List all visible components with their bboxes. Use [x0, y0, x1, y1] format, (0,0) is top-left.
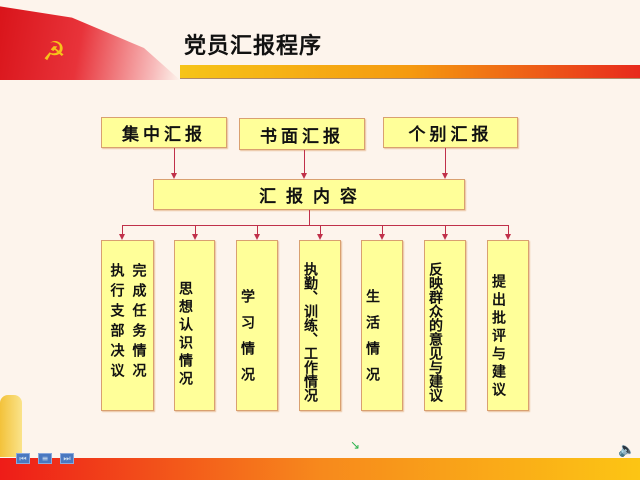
flag-decoration	[0, 6, 180, 80]
item-box-duty: 执勤、训练、工作情况	[299, 240, 341, 411]
method-box-collective: 集中汇报	[101, 117, 227, 148]
connector	[174, 148, 175, 174]
item-text: 提出批评与建议	[490, 273, 506, 400]
party-emblem-icon: ☭	[42, 37, 66, 67]
tower-decoration	[0, 395, 22, 457]
connector	[309, 210, 310, 225]
arrow-icon	[442, 173, 448, 179]
item-box-resolution: 执行支部决议 完成任务情况	[101, 240, 154, 411]
connector	[320, 225, 321, 235]
item-text: 完成任务情况	[130, 263, 147, 383]
connector	[304, 150, 305, 174]
connector	[445, 225, 446, 235]
connector	[195, 225, 196, 235]
item-text: 执行支部决议	[108, 263, 125, 383]
item-text: 执勤、训练、工作情况	[302, 261, 318, 402]
item-text: 思想认识情况	[177, 280, 193, 389]
arrow-icon	[301, 173, 307, 179]
connector	[445, 148, 446, 174]
speaker-icon[interactable]: 🔈	[618, 442, 636, 458]
item-box-life: 生活情况	[361, 240, 403, 411]
item-text: 学习情况	[239, 288, 255, 393]
item-text: 反映群众的意见与建议	[427, 261, 443, 402]
arrow-icon	[505, 234, 511, 240]
arrow-icon	[171, 173, 177, 179]
next-slide-button[interactable]: ⏭	[60, 453, 74, 464]
branch-line	[122, 225, 508, 226]
arrow-icon	[379, 234, 385, 240]
arrow-icon	[442, 234, 448, 240]
connector	[122, 225, 123, 235]
connector	[257, 225, 258, 235]
item-box-study: 学习情况	[236, 240, 278, 411]
item-box-thought: 思想认识情况	[174, 240, 215, 411]
connector	[382, 225, 383, 235]
item-text: 生活情况	[364, 288, 380, 393]
footer-bar	[0, 458, 640, 480]
arrow-icon	[317, 234, 323, 240]
home-button[interactable]: ≡	[38, 453, 52, 464]
method-box-individual: 个别汇报	[383, 117, 518, 148]
item-box-criticism: 提出批评与建议	[487, 240, 529, 411]
arrow-icon	[192, 234, 198, 240]
prev-slide-button[interactable]: ⏮	[16, 453, 30, 464]
arrow-icon	[254, 234, 260, 240]
header-bar	[180, 65, 640, 78]
method-box-written: 书面汇报	[239, 118, 365, 150]
slide-title: 党员汇报程序	[184, 34, 323, 59]
arrow-icon	[119, 234, 125, 240]
report-content-box: 汇 报 内 容	[153, 179, 465, 210]
connector	[508, 225, 509, 235]
header-divider	[180, 78, 640, 79]
item-box-opinions: 反映群众的意见与建议	[424, 240, 466, 411]
mouse-cursor-icon: ↘	[350, 438, 361, 452]
